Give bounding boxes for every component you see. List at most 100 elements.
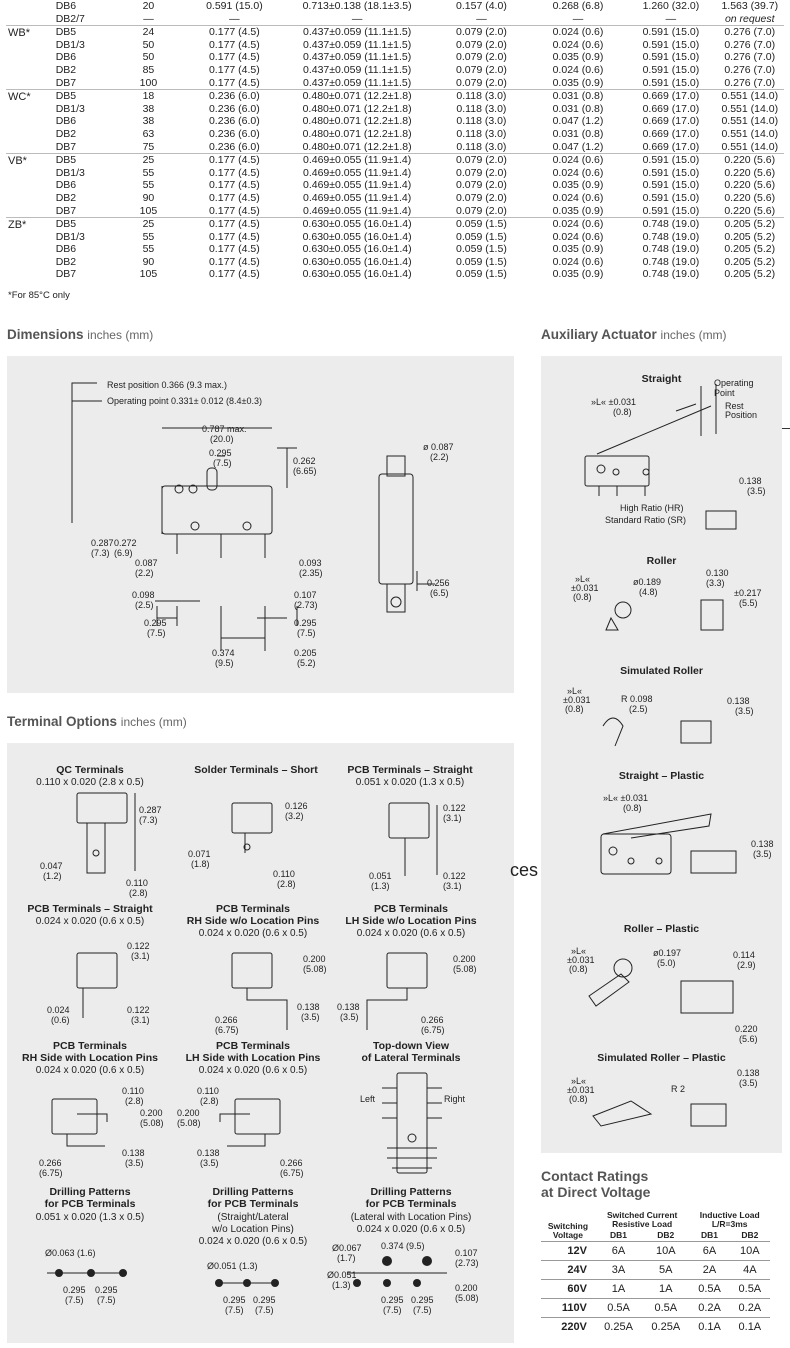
d1-b: (7.5) (65, 1295, 84, 1305)
st-18: (1.8) (191, 859, 210, 869)
spec-cell: 0.024 (0.6) (529, 217, 627, 231)
dim-p2: (7.5) (213, 458, 232, 468)
term-title-3: PCB Terminals – Straight (27, 903, 153, 915)
spec-db: DB1/3 (55, 102, 85, 115)
cr-cell: 4A (729, 1260, 770, 1280)
cr-cell: 10A (642, 1241, 690, 1261)
contact-ratings-title: Contact Ratings at Direct Voltage (541, 1168, 651, 1200)
aux-rR2: (2.5) (629, 704, 648, 714)
spec-cell: 0.079 (2.0) (433, 25, 530, 39)
spec-cell: 0.748 (19.0) (642, 243, 700, 256)
spec-db: DB5 (53, 153, 110, 167)
spec-cell: 0.236 (6.0) (187, 89, 282, 103)
spec-db: DB6 (55, 51, 77, 64)
spec-cell: 0.551 (14.0) (721, 127, 779, 140)
cr-h-db2: DB2 (657, 1230, 675, 1240)
dim-b1: 0.272 (114, 538, 137, 548)
d3-b: (7.5) (383, 1305, 402, 1315)
rh-508: (5.08) (303, 964, 327, 974)
spec-cell: 0.118 (3.0) (456, 102, 507, 115)
ll-138: 0.138 (197, 1148, 220, 1158)
spec-cell: 18 (109, 89, 188, 103)
dim-length: 0.787 max. (202, 424, 247, 434)
aux-rp-Lb: ±0.031 (567, 955, 595, 965)
dim-dia1: ø 0.087 (423, 442, 454, 452)
term-title-11: Drilling Patterns for PCB Terminals (365, 1186, 457, 1210)
spec-cell: 20 (142, 0, 155, 12)
cr-cell: 0.25A (642, 1317, 690, 1337)
cr-cell: 0.5A (594, 1298, 643, 1318)
qc-28: (2.8) (129, 888, 148, 898)
d3-dia1b: (1.7) (337, 1253, 356, 1263)
aux-R2: R 2 (671, 1084, 686, 1094)
spec-cell: 38 (142, 102, 155, 115)
cr-h-db2b: DB2 (741, 1230, 759, 1240)
spec-cell: 38 (142, 115, 155, 128)
dimensions-title: Dimensions inches (mm) (7, 327, 154, 342)
spec-cell: 0.591 (15.0) (642, 38, 700, 51)
spec-cell: 0.079 (2.0) (456, 179, 507, 192)
spec-type: WC* (6, 89, 54, 154)
qc-047: 0.047 (40, 861, 63, 871)
p2-31b: (3.1) (131, 1015, 150, 1025)
ll-28: (2.8) (200, 1096, 219, 1106)
rh-200: 0.200 (303, 954, 326, 964)
term-sub-9: 0.051 x 0.020 (1.3 x 0.5) (35, 1212, 145, 1223)
spec-cell: 0.236 (6.0) (208, 102, 260, 115)
p2-024: 0.024 (47, 1005, 70, 1015)
cr-cell: 0.2A (729, 1298, 770, 1318)
spec-cell: — (476, 12, 487, 25)
spec-cell: 1.563 (39.7) (721, 0, 779, 12)
spec-cell: 100 (139, 76, 158, 89)
auxiliary-panel: Straight Roller Simulated Roller Straigh… (541, 356, 782, 1153)
d2-c: 0.295 (253, 1295, 276, 1305)
spec-db: DB5 (53, 217, 110, 231)
spec-cell: 0.630±0.055 (16.0±1.4) (302, 243, 412, 256)
spec-cell: 0.079 (2.0) (456, 76, 507, 89)
dimensions-panel: Rest position 0.366 (9.3 max.) Operating… (7, 356, 514, 693)
spec-cell: 90 (142, 255, 155, 268)
spec-type: ZB* (6, 217, 54, 282)
aux-title-0: Straight (641, 373, 682, 385)
spec-cell: 0.031 (0.8) (552, 127, 604, 140)
dim-g1: 0.295 (144, 618, 167, 628)
spec-cell: 55 (142, 230, 155, 243)
spec-db: DB7 (55, 140, 77, 153)
spec-cell: 0.748 (19.0) (642, 255, 700, 268)
spec-cell: 0.748 (19.0) (626, 217, 716, 231)
lh-508: (5.08) (453, 964, 477, 974)
spec-db: DB5 (53, 89, 110, 103)
spec-type: WB* (6, 25, 54, 90)
d3-dia1: Ø0.067 (332, 1243, 362, 1253)
spec-cell: 63 (142, 127, 155, 140)
edge-mark (782, 428, 790, 429)
spec-cell: 0.079 (2.0) (456, 51, 507, 64)
ll-508: (5.08) (177, 1118, 201, 1128)
spec-cell: 0.713±0.138 (18.1±3.5) (302, 0, 412, 12)
spec-cell: 0.059 (1.5) (456, 255, 507, 268)
spec-db: DB2/7 (55, 12, 85, 25)
spec-cell: 50 (142, 38, 155, 51)
spec-cell: 0.630±0.055 (16.0±1.4) (302, 268, 412, 281)
cr-cell: 6A (689, 1241, 730, 1261)
spec-cell: 0.177 (4.5) (208, 166, 260, 179)
st-28: (2.8) (277, 879, 296, 889)
cr-cell: 1A (594, 1279, 643, 1299)
spec-cell: 0.480±0.071 (12.2±1.8) (302, 115, 412, 128)
dim-h4: (7.5) (297, 628, 316, 638)
spec-cell: 0.551 (14.0) (721, 115, 779, 128)
aux-L: »L« ±0.031 (591, 397, 636, 407)
spec-cell: 0.177 (4.5) (208, 76, 260, 89)
p2-122b: 0.122 (127, 1005, 150, 1015)
aux-title-3: Straight – Plastic (618, 770, 705, 782)
cr-h-switching: Switching Voltage (547, 1221, 589, 1240)
spec-db: DB6 (55, 0, 77, 12)
